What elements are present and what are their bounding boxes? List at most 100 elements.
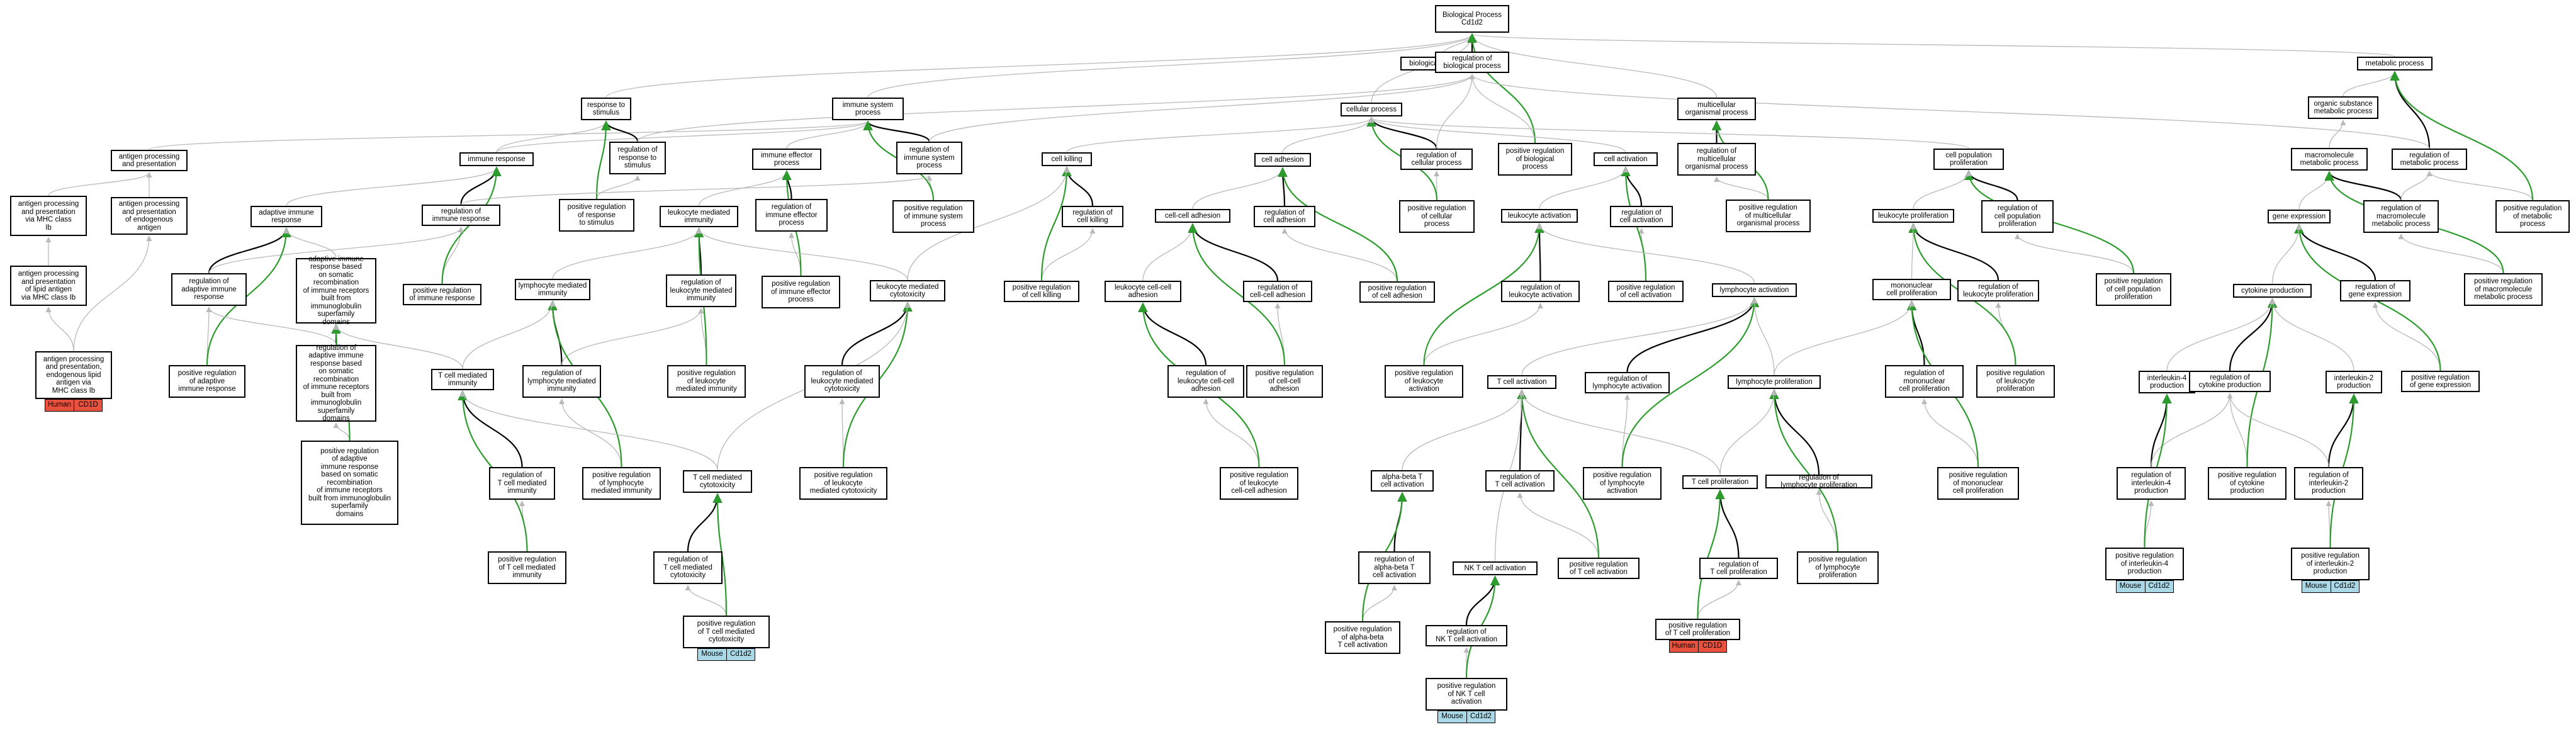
go-term-lymph-act[interactable]: lymphocyte activation (1712, 283, 1797, 297)
go-term-cellact[interactable]: cell activation (1594, 152, 1658, 166)
go-term-pos-reg-lymph-imm[interactable]: positive regulation of lymphocyte mediat… (582, 467, 661, 500)
go-term-mono-prolif[interactable]: mononuclear cell proliferation (1872, 279, 1951, 300)
go-term-reg-cc-adh[interactable]: regulation of cell-cell adhesion (1243, 281, 1312, 302)
gene-label[interactable]: Cd1d2 (1466, 711, 1495, 723)
gene-label[interactable]: CD1D (74, 400, 102, 411)
go-term-reg-cellact[interactable]: regulation of cell activation (1610, 206, 1673, 227)
go-term-reg-il4-prod[interactable]: regulation of interleukin-4 production (2117, 467, 2186, 500)
go-term-celladh[interactable]: cell adhesion (1254, 153, 1311, 167)
go-term-leuk-act[interactable]: leukocyte activation (1501, 209, 1578, 223)
go-term-reg-tcell-imm[interactable]: regulation of T cell mediated immunity (489, 467, 555, 500)
go-term-pos-reg-il4-prod[interactable]: positive regulation of interleukin-4 pro… (2105, 548, 2184, 580)
go-term-lymph-imm[interactable]: lymphocyte mediated immunity (515, 279, 590, 300)
go-term-immresp[interactable]: immune response (459, 152, 534, 166)
go-term-lymph-prolif[interactable]: lymphocyte proliferation (1728, 375, 1821, 389)
go-term-pos-reg-lymph-prolif[interactable]: positive regulation of lymphocyte prolif… (1797, 551, 1879, 584)
go-term-pos-reg-nkt-act[interactable]: positive regulation of NK T cell activat… (1426, 678, 1507, 711)
go-term-ab-tcell-act[interactable]: alpha-beta T cell activation (1371, 470, 1434, 492)
go-term-pos-reg-cc-adh[interactable]: positive regulation of cell-cell adhesio… (1246, 365, 1323, 398)
go-term-pos-reg-tcell-act[interactable]: positive regulation of T cell activation (1558, 558, 1640, 579)
go-term-pos-reg-cellact[interactable]: positive regulation of cell activation (1608, 281, 1684, 302)
go-term-pos-reg-tcell-prolif[interactable]: positive regulation of T cell proliferat… (1655, 619, 1740, 640)
go-term-pos-reg-imm-eff[interactable]: positive regulation of immune effector p… (762, 276, 840, 308)
go-term-pos-reg-cyto-prod[interactable]: positive regulation of cytokine producti… (2208, 467, 2286, 500)
go-term-tcell-imm[interactable]: T cell mediated immunity (431, 369, 494, 390)
go-term-reg-meta[interactable]: regulation of metabolic process (2392, 149, 2467, 170)
go-term-pos-reg-tcell-cyto[interactable]: positive regulation of T cell mediated c… (683, 616, 770, 648)
go-term-reg-leuk-cyto[interactable]: regulation of leukocyte mediated cytotox… (804, 365, 880, 398)
go-term-cc-adh[interactable]: cell-cell adhesion (1155, 209, 1230, 223)
go-term-reg-adapt-somatic[interactable]: regulation of adaptive immune response b… (296, 344, 376, 422)
go-term-pos-reg-bp[interactable]: positive regulation of biological proces… (1498, 143, 1572, 176)
go-term-pos-reg-leuk-act[interactable]: positive regulation of leukocyte activat… (1385, 365, 1463, 398)
go-term-leuk-cc-adh[interactable]: leukocyte cell-cell adhesion (1105, 281, 1181, 302)
go-term-reg-lymph-prolif[interactable]: regulation of lymphocyte proliferation (1765, 474, 1872, 489)
go-term-reg-leuk-imm[interactable]: regulation of leukocyte mediated immunit… (666, 274, 736, 307)
go-term-reg-il2-prod[interactable]: regulation of interleukin-2 production (2294, 467, 2363, 500)
go-term-pos-reg-geneexp[interactable]: positive regulation of gene expression (2401, 371, 2480, 392)
go-term-pos-reg-il2-prod[interactable]: positive regulation of interleukin-2 pro… (2291, 548, 2370, 580)
go-term-imm-eff[interactable]: immune effector process (752, 149, 821, 170)
go-term-pos-reg-macro[interactable]: positive regulation of macromolecule met… (2464, 273, 2543, 306)
go-term-adapt-somatic[interactable]: adaptive immune response based on somati… (296, 256, 376, 326)
go-term-pos-reg-leuk-cyto[interactable]: positive regulation of leukocyte mediate… (799, 467, 887, 500)
gene-label[interactable]: Cd1d2 (2330, 581, 2359, 592)
go-term-reg-cyto-prod[interactable]: regulation of cytokine production (2189, 371, 2271, 392)
go-term-macro[interactable]: macromolecule metabolic process (2291, 148, 2368, 171)
go-term-pos-reg-lymph-act[interactable]: positive regulation of lymphocyte activa… (1583, 467, 1662, 500)
go-term-pos-reg-celladh[interactable]: positive regulation of cell adhesion (1359, 281, 1435, 303)
go-term-reg-nkt-act[interactable]: regulation of NK T cell activation (1426, 625, 1507, 646)
go-term-pos-reg-leuk-prolif[interactable]: positive regulation of leukocyte prolife… (1976, 365, 2055, 398)
go-term-leuk-imm[interactable]: leukocyte mediated immunity (660, 206, 738, 227)
gene-label[interactable]: Cd1d2 (726, 649, 755, 660)
go-term-reg-adapt[interactable]: regulation of adaptive immune response (171, 273, 247, 306)
go-term-reg-multi[interactable]: regulation of multicellular organismal p… (1677, 143, 1756, 176)
go-term-reg-tcell-act[interactable]: regulation of T cell activation (1485, 470, 1555, 492)
go-term-pos-reg-immsys[interactable]: positive regulation of immune system pro… (892, 200, 974, 233)
go-term-pos-reg-immresp[interactable]: positive regulation of immune response (403, 284, 481, 305)
go-term-reg-leuk-prolif[interactable]: regulation of leukocyte proliferation (1957, 280, 2039, 301)
go-term-reg-imm-eff[interactable]: regulation of immune effector process (755, 199, 828, 232)
go-term-resp-stim[interactable]: response to stimulus (581, 98, 631, 120)
go-term-nkt-act[interactable]: NK T cell activation (1453, 561, 1538, 575)
go-term-multi[interactable]: multicellular organismal process (1677, 98, 1756, 120)
go-term-reg-bp[interactable]: regulation of biological process (1435, 52, 1509, 73)
go-term-cellpop[interactable]: cell population proliferation (1933, 149, 2004, 170)
go-term-pos-reg-adapt-somatic[interactable]: positive regulation of adaptive immune r… (301, 441, 398, 525)
go-term-reg-macro[interactable]: regulation of macromolecule metabolic pr… (2363, 200, 2439, 233)
go-term-reg-immsys[interactable]: regulation of immune system process (896, 142, 962, 174)
go-term-pos-reg-cellpop[interactable]: positive regulation of cell population p… (2096, 273, 2171, 306)
go-term-reg-ab-tcell-act[interactable]: regulation of alpha-beta T cell activati… (1358, 551, 1431, 584)
go-term-reg-cellproc[interactable]: regulation of cellular process (1400, 149, 1473, 170)
go-term-leuk-prolif[interactable]: leukocyte proliferation (1872, 209, 1954, 223)
go-term-pos-reg-multi[interactable]: positive regulation of multicellular org… (1726, 200, 1811, 232)
go-term-reg-mono-prolif[interactable]: regulation of mononuclear cell prolifera… (1885, 365, 1964, 398)
go-term-reg-celladh[interactable]: regulation of cell adhesion (1254, 206, 1315, 227)
go-term-reg-lymph-imm[interactable]: regulation of lymphocyte mediated immuni… (522, 365, 601, 398)
go-term-reg-resp-stim[interactable]: regulation of response to stimulus (609, 142, 666, 174)
go-term-reg-immresp[interactable]: regulation of immune response (422, 205, 500, 226)
go-term-ag-endo[interactable]: antigen processing and presentation of e… (111, 197, 188, 235)
go-term-cellkill[interactable]: cell killing (1042, 152, 1092, 166)
go-term-leuk-cyto[interactable]: leukocyte mediated cytotoxicity (870, 280, 945, 301)
go-term-tcell-act[interactable]: T cell activation (1487, 375, 1556, 389)
gene-label[interactable]: CD1D (1697, 641, 1726, 652)
gene-label[interactable]: Cd1d2 (2144, 581, 2173, 592)
go-term-reg-leuk-cc-adh[interactable]: regulation of leukocyte cell-cell adhesi… (1167, 365, 1244, 398)
go-term-geneexp[interactable]: gene expression (2268, 210, 2331, 223)
go-term-reg-leuk-act[interactable]: regulation of leukocyte activation (1501, 281, 1580, 302)
go-term-pos-reg-mono-prolif[interactable]: positive regulation of mononuclear cell … (1937, 467, 2019, 500)
go-term-cellproc[interactable]: cellular process (1341, 103, 1402, 116)
go-term-ag-endo-lipid[interactable]: antigen processing and presentation, end… (35, 351, 112, 399)
go-term-pos-reg-leuk-cc-adh[interactable]: positive regulation of leukocyte cell-ce… (1220, 467, 1298, 500)
go-term-pos-reg-ab-tcell-act[interactable]: positive regulation of alpha-beta T cell… (1325, 621, 1400, 654)
go-term-reg-lymph-act[interactable]: regulation of lymphocyte activation (1585, 372, 1670, 393)
go-term-tcell-cyto[interactable]: T cell mediated cytotoxicity (683, 470, 752, 493)
go-term-reg-tcell-prolif[interactable]: regulation of T cell proliferation (1699, 558, 1778, 579)
go-term-pos-reg-leuk-imm[interactable]: positive regulation of leukocyte mediate… (667, 365, 746, 398)
go-term-reg-cellkill[interactable]: regulation of cell killing (1062, 206, 1123, 227)
go-term-immsys[interactable]: immune system process (832, 98, 904, 120)
go-term-adapt[interactable]: adaptive immune response (250, 206, 322, 227)
go-term-cyto-prod[interactable]: cytokine production (2233, 284, 2312, 298)
go-term-pos-reg-tcell-imm[interactable]: positive regulation of T cell mediated i… (488, 551, 566, 584)
